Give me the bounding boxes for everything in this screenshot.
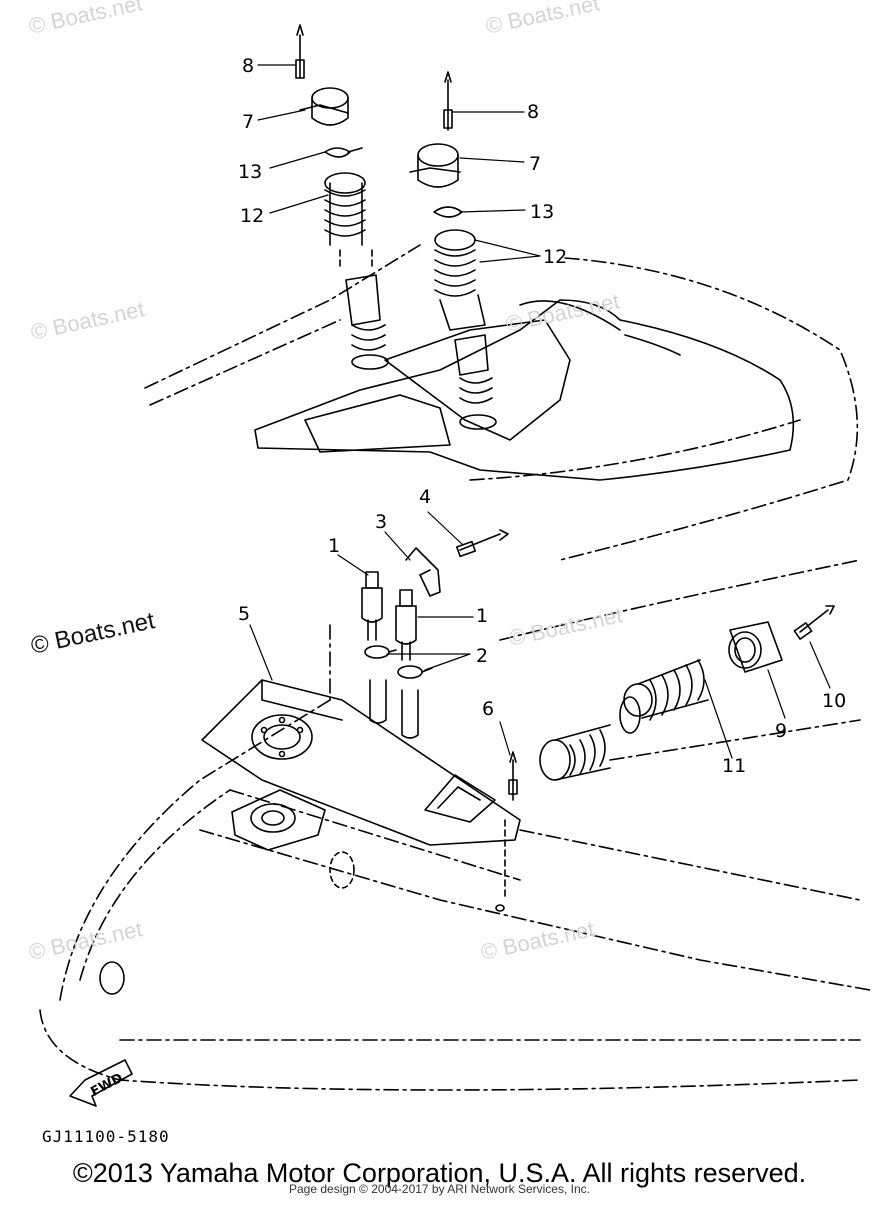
callout-label: 2 bbox=[476, 645, 488, 667]
callout-label: 7 bbox=[529, 153, 541, 175]
callout-label: 1 bbox=[476, 605, 488, 627]
callout-label: 8 bbox=[527, 101, 539, 123]
callout-label: 7 bbox=[242, 111, 254, 133]
leader-lines bbox=[249, 64, 831, 759]
copyright-notice: ©2013 Yamaha Motor Corporation, U.S.A. A… bbox=[72, 1158, 807, 1188]
fwd-arrow bbox=[69, 1059, 133, 1107]
callout-label: 5 bbox=[238, 603, 250, 625]
front-vent-assembly bbox=[495, 605, 835, 912]
left-vent-assembly bbox=[295, 24, 389, 370]
seat-contour bbox=[254, 299, 795, 481]
callout-label: 11 bbox=[722, 755, 746, 777]
hose-components bbox=[361, 529, 509, 739]
upper-hull-outline bbox=[144, 244, 859, 701]
callout-label: 9 bbox=[775, 720, 787, 742]
callout-label: 13 bbox=[530, 201, 554, 223]
callout-label: 10 bbox=[822, 690, 846, 712]
callout-numbers: 8 7 13 12 8 7 13 12 4 3 1 1 2 5 6 11 9 1… bbox=[238, 55, 846, 777]
callout-label: 12 bbox=[543, 246, 567, 268]
front-hatch-plate bbox=[201, 679, 521, 846]
callout-label: 6 bbox=[482, 698, 494, 720]
callout-label: 1 bbox=[328, 535, 340, 557]
callout-label: 3 bbox=[375, 511, 387, 533]
reference-code: GJ11100-5180 bbox=[42, 1127, 170, 1146]
callout-label: 13 bbox=[238, 161, 262, 183]
callout-label: 4 bbox=[419, 486, 431, 508]
hull-fitting bbox=[99, 789, 355, 995]
page-design-notice: Page design © 2004-2017 by ARI Network S… bbox=[288, 1182, 590, 1196]
callout-label: 12 bbox=[240, 205, 264, 227]
callout-label: 8 bbox=[242, 55, 254, 77]
right-vent-assembly bbox=[409, 71, 497, 430]
lower-hull-outline bbox=[39, 559, 871, 1091]
